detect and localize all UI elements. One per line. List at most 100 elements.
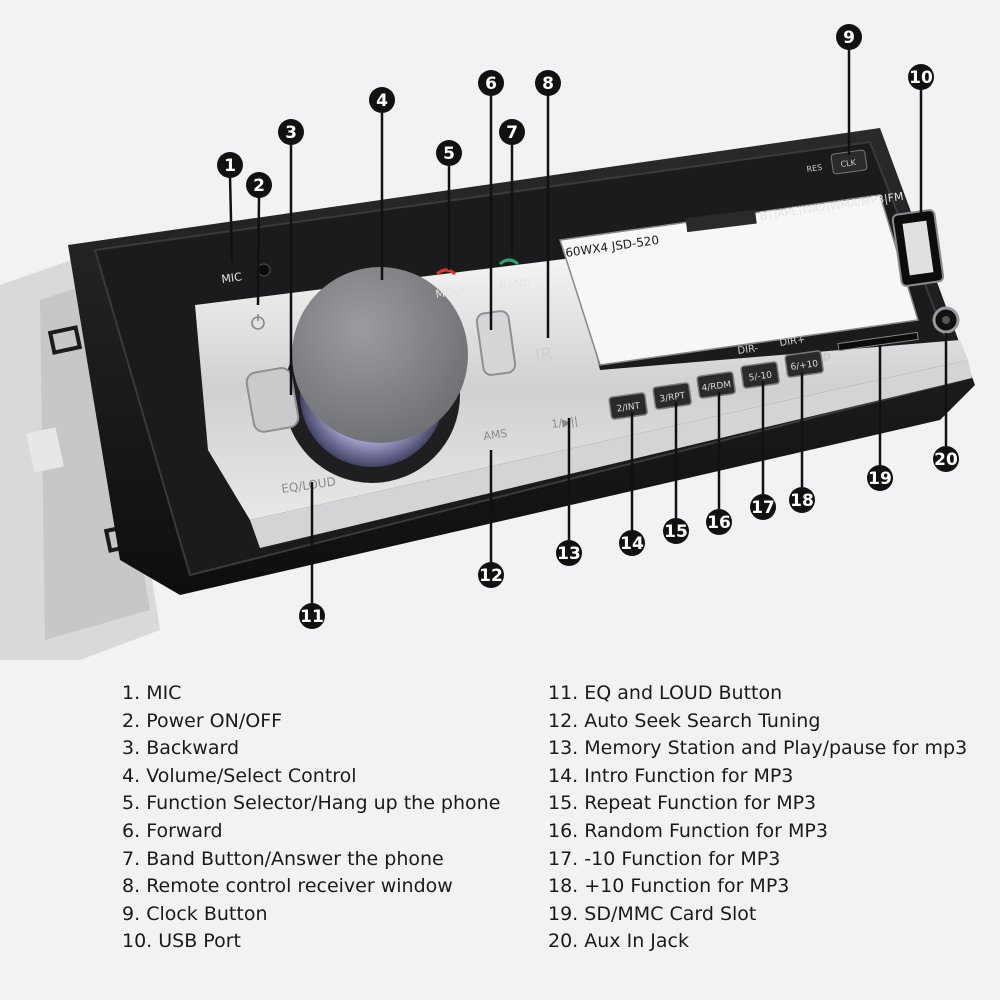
number-button-6[interactable]: 6/+10 <box>784 350 824 378</box>
legend-item: 18. +10 Function for MP3 <box>548 873 988 901</box>
usb-port[interactable] <box>891 209 945 287</box>
band-label: BAND <box>499 276 532 293</box>
callout-1: 1 <box>217 152 243 178</box>
callout-16: 16 <box>706 509 732 535</box>
callout-number: 4 <box>376 91 388 111</box>
callout-20: 20 <box>933 446 959 472</box>
callout-9: 9 <box>836 24 862 50</box>
callout-number: 8 <box>542 74 554 94</box>
legend-item: 5. Function Selector/Hang up the phone <box>122 790 532 818</box>
legend-text: Clock Button <box>146 902 268 925</box>
power-button[interactable] <box>251 314 265 330</box>
answer-call-icon <box>499 258 519 266</box>
legend-number: 18. <box>548 875 579 898</box>
legend-text: MIC <box>146 682 182 704</box>
mode-button[interactable]: MODE <box>435 268 470 301</box>
callout-lines <box>228 50 948 603</box>
legend-item: 12. Auto Seek Search Tuning <box>548 708 988 736</box>
ir-label: IR <box>534 344 555 367</box>
callout-12: 12 <box>478 562 504 588</box>
callout-number: 15 <box>664 522 688 542</box>
remote-receiver-window: IR <box>534 344 555 367</box>
number-button-label: 2/INT <box>616 401 641 414</box>
callout-number: 13 <box>557 544 581 564</box>
backward-button[interactable] <box>245 366 300 433</box>
clock-button[interactable]: CLK <box>830 149 868 175</box>
legend-item: 7. Band Button/Answer the phone <box>122 846 532 874</box>
legend-text: Function Selector/Hang up the phone <box>146 792 501 815</box>
aux-jack[interactable] <box>932 306 960 334</box>
legend-number: 9. <box>122 902 141 925</box>
legend-item: 10. USB Port <box>122 928 532 956</box>
legend-number: 15. <box>548 792 579 815</box>
legend-number: 17. <box>548 847 579 870</box>
ams-label[interactable]: AMS <box>483 427 509 443</box>
number-button-3[interactable]: 3/RPT <box>652 382 692 410</box>
dir-minus-label: DIR- <box>737 343 760 357</box>
callout-18: 18 <box>789 487 815 513</box>
callout-number: 2 <box>253 176 265 196</box>
legend-text: EQ and LOUD Button <box>584 682 783 704</box>
legend-item: 15. Repeat Function for MP3 <box>548 790 988 818</box>
legend-number: 10. <box>122 930 153 953</box>
callout-number: 5 <box>443 144 455 164</box>
legend-item: 3. Backward <box>122 735 532 763</box>
legend-text: USB Port <box>158 930 241 953</box>
legend-number: 5. <box>122 792 141 815</box>
callout-3: 3 <box>278 119 304 145</box>
callout-number: 11 <box>300 607 324 627</box>
res-label: RES <box>806 163 823 174</box>
legend-number: 13. <box>548 737 579 760</box>
number-button-label: 6/+10 <box>790 359 819 373</box>
legend-text: Forward <box>146 819 223 842</box>
legend-text: Memory Station and Play/pause for mp3 <box>584 737 968 760</box>
legend-item: 17. -10 Function for MP3 <box>548 846 988 874</box>
legend-item: 8. Remote control receiver window <box>122 873 532 901</box>
number-button-4[interactable]: 4/RDM <box>696 371 736 399</box>
legend-item: 1. MIC <box>122 680 532 708</box>
legend-item: 9. Clock Button <box>122 901 532 929</box>
hang-up-icon <box>436 268 456 276</box>
callout-6: 6 <box>478 70 504 96</box>
legend-item: 6. Forward <box>122 818 532 846</box>
legend-item: 20. Aux In Jack <box>548 928 988 956</box>
callout-number: 7 <box>506 123 518 143</box>
callout-number: 6 <box>485 74 497 94</box>
play-pause-label[interactable]: 1/▶|| <box>551 414 579 431</box>
callout-7: 7 <box>499 119 525 145</box>
legend-number: 2. <box>122 709 141 732</box>
number-button-label: 4/RDM <box>701 380 732 394</box>
band-button[interactable]: BAND <box>499 258 532 293</box>
legend-number: 3. <box>122 737 141 760</box>
callout-13: 13 <box>556 540 582 566</box>
callout-number: 14 <box>620 534 644 554</box>
number-button-2[interactable]: 2/INT <box>608 392 648 420</box>
callout-number: 9 <box>843 28 855 48</box>
volume-knob[interactable] <box>284 267 468 483</box>
legend-item: 14. Intro Function for MP3 <box>548 763 988 791</box>
callout-19: 19 <box>867 465 893 491</box>
legend-item: 16. Random Function for MP3 <box>548 818 988 846</box>
legend-text: Band Button/Answer the phone <box>146 847 444 870</box>
legend-text: Backward <box>146 737 240 760</box>
callout-number: 1 <box>224 156 236 176</box>
callout-number: 17 <box>751 498 775 518</box>
callout-17: 17 <box>750 494 776 520</box>
dir-plus-label: DIR+ <box>779 334 806 349</box>
legend-text: Repeat Function for MP3 <box>584 792 817 815</box>
legend-number: 8. <box>122 875 141 898</box>
legend-text: Aux In Jack <box>584 930 689 953</box>
mic-label: MIC <box>221 270 243 286</box>
legend-number: 4. <box>122 764 141 787</box>
number-button-label: 3/RPT <box>659 391 687 405</box>
number-button-5[interactable]: 5/-10 <box>740 361 780 389</box>
callout-8: 8 <box>535 70 561 96</box>
legend-number: 14. <box>548 764 579 787</box>
legend-number: 16. <box>548 819 579 842</box>
callout-number: 16 <box>707 513 731 533</box>
legend-text: Power ON/OFF <box>146 709 283 732</box>
clk-label: CLK <box>840 158 857 169</box>
callout-2: 2 <box>246 172 272 198</box>
